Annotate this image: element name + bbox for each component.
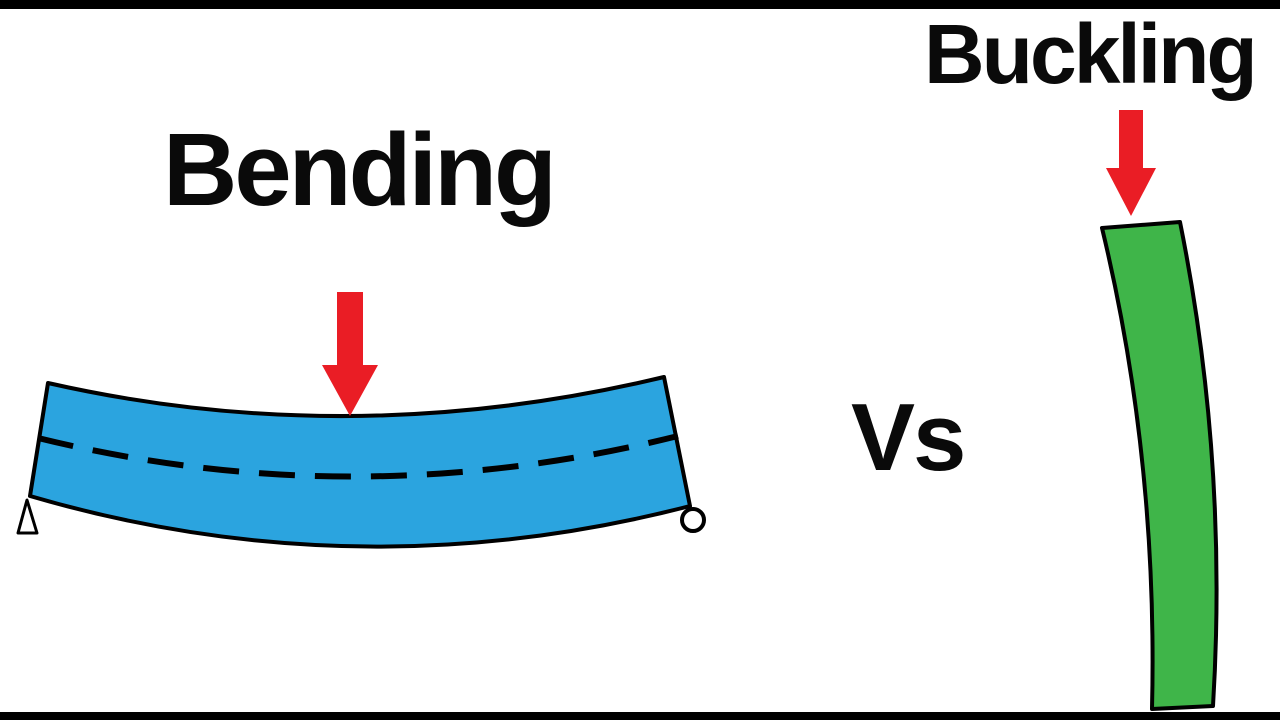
versus-label: Vs xyxy=(851,384,966,491)
buckling-column-group xyxy=(1100,110,1219,711)
buckling-column xyxy=(1100,220,1219,711)
roller-support-circle-icon xyxy=(680,507,706,533)
bending-beam xyxy=(28,375,692,549)
beam-neutral-axis-dashed-line xyxy=(37,433,679,480)
pin-support-triangle-icon xyxy=(16,498,39,535)
bottom-letterbox-bar xyxy=(0,712,1280,720)
top-letterbox-bar xyxy=(0,0,1280,9)
buckling-title: Buckling xyxy=(924,7,1258,101)
bending-load-arrow-icon xyxy=(322,292,378,416)
buckling-load-arrow-icon xyxy=(1106,110,1156,216)
bending-title: Bending xyxy=(163,112,557,227)
bending-beam-group xyxy=(16,292,706,549)
